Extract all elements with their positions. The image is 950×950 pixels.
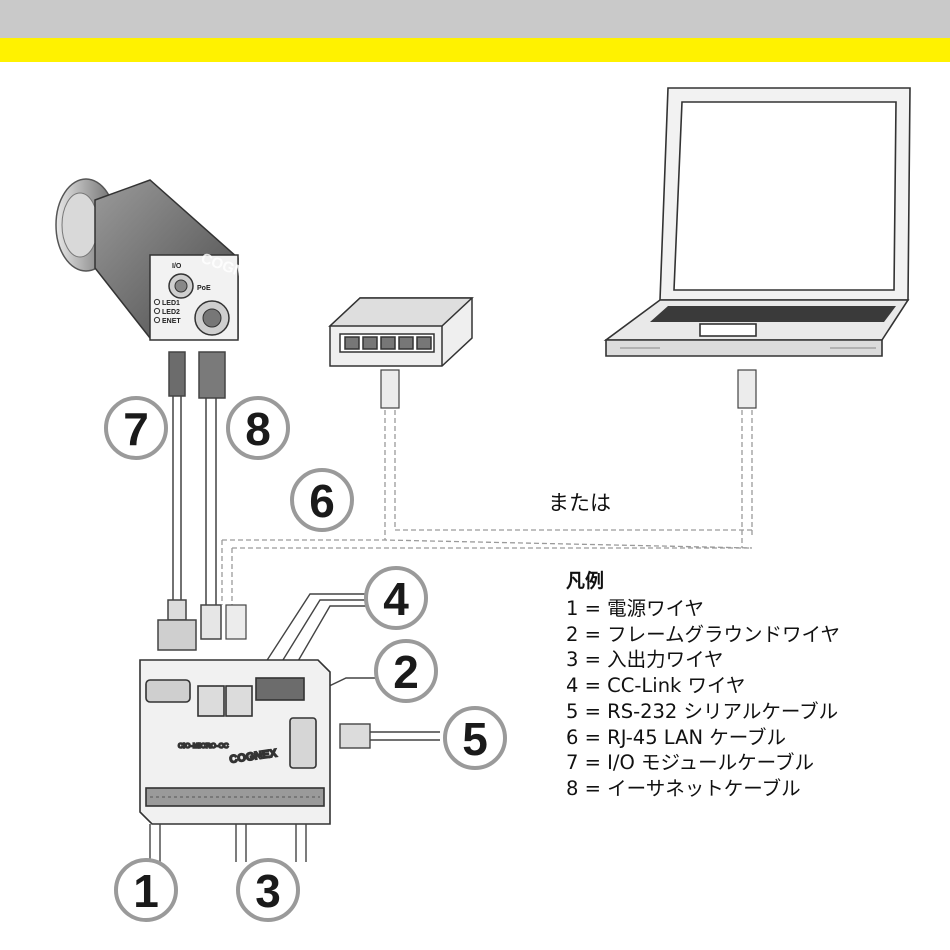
port-icon [417, 337, 431, 349]
legend-item: 5 = RS-232 シリアルケーブル [566, 699, 946, 725]
cc-link-terminal [256, 678, 304, 700]
svg-text:3: 3 [255, 865, 281, 917]
camera-poe-label: PoE [197, 285, 211, 292]
touchpad [700, 324, 756, 336]
port-icon [399, 337, 413, 349]
rs232-cable [340, 724, 440, 748]
svg-text:8: 8 [245, 403, 271, 455]
legend-item: 1 = 電源ワイヤ [566, 596, 946, 622]
port-icon [363, 337, 377, 349]
legend-item: 2 = フレームグラウンドワイヤ [566, 622, 946, 648]
svg-text:1: 1 [133, 865, 159, 917]
callout-6: 6 [292, 470, 352, 530]
svg-text:7: 7 [123, 403, 149, 455]
legend-title: 凡例 [566, 566, 946, 593]
ethernet-port-1 [198, 686, 224, 716]
svg-text:5: 5 [462, 713, 488, 765]
port-icon [381, 337, 395, 349]
legend-item: 8 = イーサネットケーブル [566, 776, 946, 802]
callout-3: 3 [238, 860, 298, 920]
controller-model-label: CIO-MICRO-CC [178, 743, 229, 750]
camera-io-label: I/O [172, 263, 182, 270]
led-label: LED1 [162, 300, 180, 307]
callout-7: 7 [106, 398, 166, 458]
keyboard-icon [650, 306, 896, 322]
callout-1: 1 [116, 860, 176, 920]
callout-4: 4 [366, 568, 426, 628]
svg-text:6: 6 [309, 475, 335, 527]
io-module-cable [158, 352, 196, 650]
callout-2: 2 [376, 641, 436, 701]
laptop [606, 88, 910, 356]
io-wires [236, 824, 306, 862]
ethernet-port-2 [226, 686, 252, 716]
svg-text:4: 4 [383, 573, 409, 625]
laptop-screen [674, 102, 896, 290]
port-icon [345, 337, 359, 349]
legend-item: 4 = CC-Link ワイヤ [566, 673, 946, 699]
cc-link-wires [262, 594, 366, 668]
svg-text:2: 2 [393, 646, 419, 698]
legend-item: 6 = RJ-45 LAN ケーブル [566, 725, 946, 751]
camera: COGNEX I/O PoE LED1 LED2 ENET [56, 179, 266, 340]
or-label: または [548, 491, 611, 515]
ethernet-cable [199, 352, 225, 639]
db9-serial-port [290, 718, 316, 768]
callout-8: 8 [228, 398, 288, 458]
legend-item: 3 = 入出力ワイヤ [566, 647, 946, 673]
power-wires [150, 824, 160, 862]
legend-item: 7 = I/O モジュールケーブル [566, 750, 946, 776]
led-label: LED2 [162, 309, 180, 316]
network-switch [330, 298, 472, 366]
led-label: ENET [162, 318, 181, 325]
legend: 凡例 1 = 電源ワイヤ 2 = フレームグラウンドワイヤ 3 = 入出力ワイヤ… [566, 566, 946, 802]
db15-connector [146, 680, 190, 702]
io-controller: CIO-MICRO-CC COGNEX [140, 660, 330, 824]
callout-5: 5 [445, 708, 505, 768]
